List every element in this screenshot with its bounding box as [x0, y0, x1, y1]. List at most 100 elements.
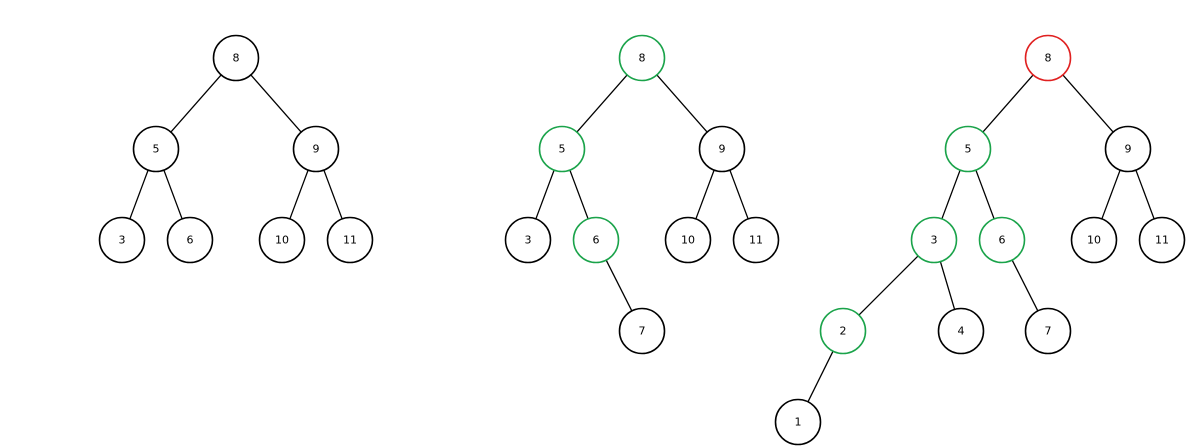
node-label: 7 — [1045, 325, 1052, 338]
node-circle — [774, 398, 822, 446]
node-circle — [1138, 216, 1186, 264]
node-circle — [944, 125, 992, 173]
tree-node-3: 3 — [504, 216, 552, 264]
node-circle — [618, 34, 666, 82]
edge-9-11 — [323, 169, 343, 220]
tree-node-10: 10 — [664, 216, 712, 264]
node-label: 11 — [343, 234, 357, 247]
edge-8-9 — [1062, 74, 1114, 133]
tree-node-5: 5 — [944, 125, 992, 173]
node-label: 9 — [719, 143, 726, 156]
node-circle — [212, 34, 260, 82]
node-circle — [819, 307, 867, 355]
tree-node-9: 9 — [698, 125, 746, 173]
tree-node-8: 8 — [618, 34, 666, 82]
edge-8-9 — [250, 74, 302, 133]
node-circle — [978, 216, 1026, 264]
node-label: 8 — [1045, 52, 1052, 65]
tree-node-8: 8 — [212, 34, 260, 82]
edge-8-5 — [982, 74, 1034, 133]
tree-node-10: 10 — [1070, 216, 1118, 264]
edge-2-1 — [807, 350, 834, 403]
edge-6-7 — [605, 259, 633, 312]
node-circle — [292, 125, 340, 173]
node-circle — [698, 125, 746, 173]
node-label: 4 — [958, 325, 965, 338]
tree-node-7: 7 — [618, 307, 666, 355]
node-label: 5 — [965, 143, 972, 156]
edge-8-9 — [656, 74, 708, 133]
tree-node-6: 6 — [572, 216, 620, 264]
node-label: 10 — [681, 234, 695, 247]
node-label: 2 — [840, 325, 847, 338]
node-circle — [98, 216, 146, 264]
node-label: 5 — [153, 143, 160, 156]
tree-node-10: 10 — [258, 216, 306, 264]
edge-8-5 — [170, 74, 222, 133]
tree-2: 8 5 9 3 6 10 11 7 — [504, 34, 780, 355]
node-circle — [504, 216, 552, 264]
node-label: 11 — [749, 234, 763, 247]
edge-6-7 — [1011, 259, 1039, 312]
node-circle — [326, 216, 374, 264]
edge-5-3 — [535, 169, 555, 220]
node-circle — [1104, 125, 1152, 173]
edge-9-11 — [1135, 169, 1155, 220]
edge-8-5 — [576, 74, 628, 133]
edge-9-10 — [289, 169, 309, 220]
tree-node-5: 5 — [538, 125, 586, 173]
node-label: 1 — [795, 416, 802, 429]
node-circle — [664, 216, 712, 264]
node-circle — [572, 216, 620, 264]
tree-1: 8 5 9 3 6 10 11 — [98, 34, 374, 264]
node-circle — [1070, 216, 1118, 264]
node-label: 11 — [1155, 234, 1169, 247]
tree-node-5: 5 — [132, 125, 180, 173]
node-circle — [1024, 34, 1072, 82]
tree-node-6: 6 — [166, 216, 214, 264]
tree-node-9: 9 — [292, 125, 340, 173]
node-circle — [618, 307, 666, 355]
edge-3-2 — [858, 255, 919, 316]
node-label: 6 — [593, 234, 600, 247]
tree-node-11: 11 — [1138, 216, 1186, 264]
edge-9-11 — [729, 169, 749, 220]
tree-node-9: 9 — [1104, 125, 1152, 173]
node-label: 8 — [233, 52, 240, 65]
node-label: 10 — [275, 234, 289, 247]
tree-node-3: 3 — [910, 216, 958, 264]
tree-node-11: 11 — [732, 216, 780, 264]
node-label: 9 — [313, 143, 320, 156]
node-label: 5 — [559, 143, 566, 156]
node-circle — [258, 216, 306, 264]
node-circle — [166, 216, 214, 264]
edge-9-10 — [1101, 169, 1121, 220]
edge-5-6 — [569, 169, 589, 220]
node-label: 8 — [639, 52, 646, 65]
edge-9-10 — [695, 169, 715, 220]
tree-node-1: 1 — [774, 398, 822, 446]
node-label: 10 — [1087, 234, 1101, 247]
node-circle — [1024, 307, 1072, 355]
node-label: 6 — [187, 234, 194, 247]
edge-3-4 — [939, 261, 956, 310]
node-label: 7 — [639, 325, 646, 338]
edge-5-3 — [941, 169, 961, 220]
edge-5-6 — [163, 169, 183, 220]
node-label: 3 — [525, 234, 532, 247]
node-label: 9 — [1125, 143, 1132, 156]
tree-node-3: 3 — [98, 216, 146, 264]
tree-node-4: 4 — [937, 307, 985, 355]
tree-node-7: 7 — [1024, 307, 1072, 355]
node-circle — [910, 216, 958, 264]
edge-5-3 — [129, 169, 149, 220]
tree-node-6: 6 — [978, 216, 1026, 264]
tree-node-8: 8 — [1024, 34, 1072, 82]
tree-node-11: 11 — [326, 216, 374, 264]
node-circle — [732, 216, 780, 264]
node-circle — [132, 125, 180, 173]
node-circle — [937, 307, 985, 355]
edge-5-6 — [975, 169, 995, 220]
